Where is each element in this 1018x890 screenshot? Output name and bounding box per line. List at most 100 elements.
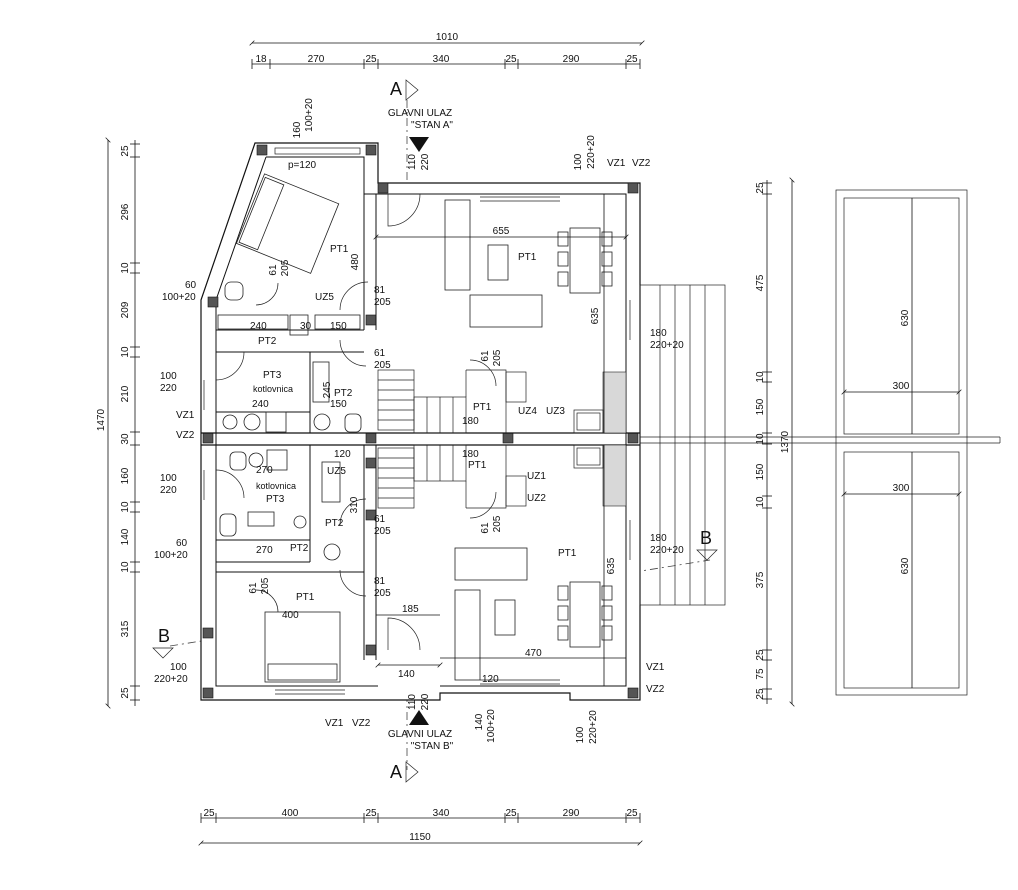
door-205-e: 205	[260, 577, 271, 594]
window-uz4: UZ4	[518, 406, 537, 417]
building-walls	[200, 142, 641, 701]
garden-plots: 630 630 300 300	[835, 189, 968, 696]
dim-310: 310	[349, 496, 360, 513]
entrance-a-line1: GLAVNI ULAZ	[388, 108, 452, 119]
dim-right-seg-9: 25	[755, 649, 766, 661]
window-220-20-b: 220+20	[154, 674, 188, 685]
room-wc-b: PT2	[325, 518, 344, 529]
dining-table-icon	[569, 227, 601, 294]
dim-bottom-seg-3: 25	[365, 808, 377, 819]
dim-top-seg-7: 25	[626, 54, 638, 65]
dim-boiler-240: 240	[252, 399, 269, 410]
sink-icon	[576, 447, 601, 466]
bathtub-icon	[217, 314, 289, 330]
entrance-arrow-icon	[409, 137, 429, 152]
room-boiler-a: PT3	[263, 370, 282, 381]
door-220-top: 220+20	[586, 135, 597, 169]
dim-left-seg-3: 10	[120, 262, 131, 274]
window-uz1: UZ1	[527, 471, 546, 482]
room-boiler-a-name: kotlovnica	[253, 384, 293, 394]
dim-top-seg-1: 18	[255, 54, 267, 65]
armchair-icon	[454, 547, 528, 581]
washing-machine-icon	[313, 413, 331, 431]
entrance-b-line2: "STAN B"	[411, 741, 454, 752]
window-uz2: UZ2	[527, 493, 546, 504]
opening-100-20: 100+20	[304, 98, 315, 132]
sofa-icon	[454, 589, 481, 681]
dim-stair-180-a: 180	[462, 416, 479, 427]
window-sill-height: p=120	[288, 160, 317, 171]
door-205-c: 205	[374, 360, 391, 371]
coffee-table-icon	[494, 599, 516, 636]
plot-width-top: 300	[893, 381, 910, 392]
dim-right-seg-11: 25	[755, 688, 766, 700]
top-dimensions: 1010 18 270 25 340 25 290 25	[252, 32, 642, 69]
dim-150-b: 150	[330, 399, 347, 410]
door-205-f: 205	[374, 588, 391, 599]
door-220-20-b: 220+20	[650, 545, 684, 556]
dim-right-seg-1: 25	[755, 182, 766, 194]
door-205-d: 205	[374, 526, 391, 537]
dim-top-total: 1010	[436, 32, 459, 43]
toilet-icon	[229, 451, 247, 471]
bed-icon	[235, 173, 340, 274]
room-bedroom-a: PT1	[330, 244, 349, 255]
left-dimensions: 1470 25 296 10 209 10 210 30 160 10 140 …	[96, 140, 140, 706]
entrance-b-line1: GLAVNI ULAZ	[388, 729, 452, 740]
door-100-left-a: 100	[160, 371, 177, 382]
dim-top-seg-5: 25	[505, 54, 517, 65]
dim-left-seg-2: 296	[120, 203, 131, 220]
dim-left-seg-7: 30	[120, 433, 131, 445]
dim-bottom-seg-7: 25	[626, 808, 638, 819]
plot-width-bottom: 300	[893, 483, 910, 494]
right-dimensions: 25 475 10 150 10 150 10 375 25 75 25 137…	[755, 180, 792, 704]
plot-length-top: 630	[900, 309, 911, 326]
window-140-b: 140	[474, 713, 485, 730]
room-bathroom-a: PT2	[258, 336, 277, 347]
window-100-20-c: 100+20	[486, 709, 497, 743]
dim-left-seg-4: 209	[120, 301, 131, 318]
door-81-a: 81	[374, 285, 386, 296]
window-100-20-b: 100+20	[154, 550, 188, 561]
armchair-icon	[469, 294, 543, 328]
door-205-stair-a: 205	[492, 349, 503, 366]
dim-left-seg-9: 10	[120, 501, 131, 513]
door-61-c: 61	[374, 514, 386, 525]
room-bedroom-b: PT1	[296, 592, 315, 603]
dim-living-635-a: 635	[590, 307, 601, 324]
section-mark-b-left: B	[158, 626, 170, 646]
dim-120: 120	[334, 449, 351, 460]
dim-top-seg-6: 290	[563, 54, 580, 65]
dim-left-seg-10: 140	[120, 528, 131, 545]
dim-470: 470	[525, 648, 542, 659]
door-220-left-b: 220	[160, 485, 177, 496]
window-100-20-a: 100+20	[162, 292, 196, 303]
dim-left-seg-11: 10	[120, 561, 131, 573]
entrance-a-line2: "STAN A"	[411, 120, 453, 131]
door-b-height: 220	[420, 693, 431, 710]
staircase	[377, 369, 507, 509]
door-100-left-b: 100	[160, 473, 177, 484]
dim-150-a: 150	[330, 321, 347, 332]
dim-living-655: 655	[493, 226, 510, 237]
dim-right-seg-7: 10	[755, 496, 766, 508]
dim-left-total: 1470	[96, 408, 107, 431]
dim-right-total: 1370	[780, 430, 791, 453]
coffee-table-icon	[487, 244, 509, 281]
plot-length-bottom: 630	[900, 557, 911, 574]
door-vz2-left: VZ2	[176, 430, 195, 441]
dim-top-seg-2: 270	[308, 54, 325, 65]
dim-bedroom-480: 480	[350, 253, 361, 270]
door-vz2-bottom: VZ2	[352, 718, 371, 729]
dim-left-seg-6: 210	[120, 385, 131, 402]
door-100-bottom: 100	[575, 726, 586, 743]
dim-245: 245	[322, 381, 333, 398]
dim-right-seg-5: 10	[755, 433, 766, 445]
door-61-d: 61	[248, 582, 259, 594]
dining-table-icon	[569, 581, 601, 648]
dim-bottom-seg-5: 25	[505, 808, 517, 819]
interior-dimensions: 160 100+20 110 220 100 220+20 480 655 63…	[154, 98, 684, 744]
window-100-b: 100	[170, 662, 187, 673]
dim-bottom-seg-4: 340	[433, 808, 450, 819]
window-uz5-b: UZ5	[327, 466, 346, 477]
